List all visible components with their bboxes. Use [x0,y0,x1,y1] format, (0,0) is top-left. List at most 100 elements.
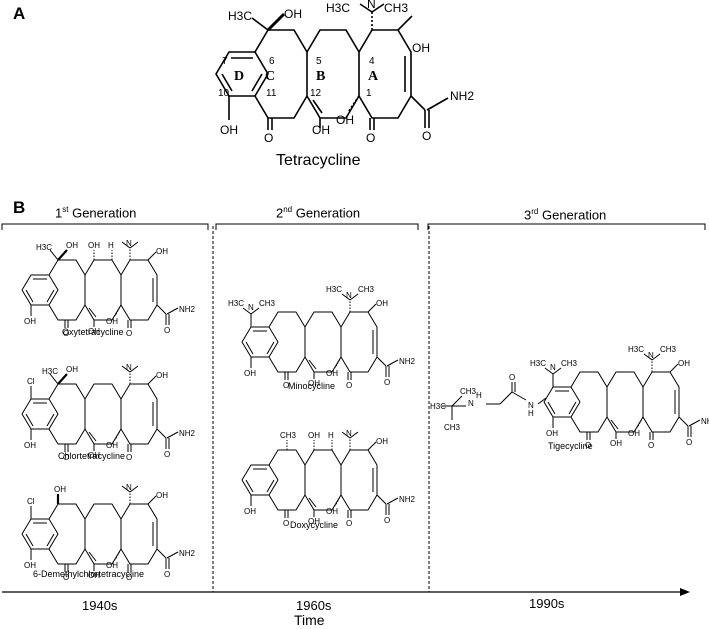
chlor-oh-10: OH [24,441,36,450]
demeclocycline-structure: Cl OH N OH NH2 OH O OH OH O O [21,483,196,582]
doxy-ch3: CH3 [280,431,297,440]
chlor-h3c: H3C [42,367,58,376]
main-h3c-left: H3C [228,9,252,23]
deme-nh2: NH2 [179,549,196,558]
tige-h3c-7: H3C [530,359,546,368]
main-h3c-n: H3C [326,1,350,15]
doxy-o-amide: O [384,516,390,525]
mino-oh-3: OH [376,299,388,308]
tigecycline-structure: CH3 H3C CH3 N H O N H H3C N CH3 H3C N CH… [430,345,709,450]
tige-ch3-c: CH3 [444,423,461,432]
deme-n: N [126,483,132,492]
ring-d-label: D [234,69,244,84]
deme-oh-6: OH [54,485,66,494]
main-nh2: NH2 [450,89,474,103]
tige-h3c-4: H3C [628,345,644,354]
ring-b-label: B [316,69,325,84]
main-oh-10: OH [220,123,238,137]
doxy-o-1: O [346,519,352,528]
tige-o-gly: O [509,373,515,382]
tige-h-2: H [528,409,534,418]
mino-n-7: N [248,303,254,312]
pos-5: 5 [316,56,322,67]
deme-oh-12: OH [88,571,100,580]
main-oh-12: OH [312,123,330,137]
mino-oh-12: OH [308,379,320,388]
oxytetracycline-label: Oxytetracycline [62,327,124,337]
doxy-oh-5: OH [308,431,320,440]
tige-hn-2: N [528,401,534,410]
doxy-oh-10: OH [244,507,256,516]
pos-11: 11 [266,88,277,99]
deme-o-amide: O [164,570,170,579]
pos-10: 10 [218,88,230,99]
gen1-title: 1st Generation [55,205,137,221]
doxycycline-structure: CH3 OH H N OH NH2 OH O OH OH O O [241,429,416,528]
tige-ch3-a: CH3 [460,387,477,396]
chlor-cl: Cl [27,377,35,386]
ring-a-label: A [368,69,379,84]
doxy-h-5: H [328,431,334,440]
oxy-oh-12a: OH [106,317,118,326]
mino-h3c-4: H3C [326,285,342,294]
oxy-oh-12: OH [88,327,100,336]
tige-oh-12a: OH [628,429,640,438]
tige-oh-10: OH [546,429,558,438]
oxy-oh-10: OH [24,317,36,326]
tigecycline-label: Tigecycline [548,441,593,451]
oxy-oh-5b: H [108,241,114,250]
oxy-oh-5: OH [88,241,100,250]
chlor-oh-12: OH [88,451,100,460]
chlor-o-11: O [63,453,69,462]
tige-oh-12: OH [610,439,622,448]
gen3-title: 3rd Generation [524,207,607,223]
main-oh-right: OH [412,41,430,55]
mino-nh2: NH2 [399,357,416,366]
mino-o-11: O [283,381,289,390]
doxy-o-11: O [283,519,289,528]
chlortetracycline-label: Chlortetracycline [58,451,126,461]
tetracycline-label: Tetracycline [276,152,361,169]
tige-h3c-b: H3C [430,402,446,411]
gen2-title: 2nd Generation [276,205,361,221]
doxy-oh-12a: OH [326,507,338,516]
tige-n-7: N [550,363,556,372]
main-o-11: O [264,131,273,145]
panel-label-a: A [13,4,26,23]
oxy-o-11: O [63,329,69,338]
tige-o-1: O [648,441,654,450]
minocycline-structure: H3C N CH3 H3C N CH3 OH NH2 OH O OH OH O … [228,285,416,390]
deme-o-11: O [63,573,69,582]
oxy-oh-3: OH [156,247,168,256]
pos-7: 7 [222,56,228,67]
mino-ch3-4: CH3 [358,285,375,294]
time-arrowhead [680,588,690,596]
oxy-o-amide: O [164,326,170,335]
mino-oh-12a: OH [326,369,338,378]
deme-oh-12a: OH [106,561,118,570]
oxy-o-1: O [126,329,132,338]
mino-h3c-7: H3C [228,299,244,308]
decade-1990s: 1990s [529,596,565,611]
chlor-n: N [126,363,132,372]
chlor-oh-3: OH [156,371,168,380]
oxy-n: N [126,239,132,248]
mino-ch3-7: CH3 [259,299,276,308]
mino-o-amide: O [384,378,390,387]
deme-o-1: O [126,573,132,582]
minocycline-label: Minocycline [288,381,336,391]
time-axis-label: Time [294,612,325,628]
main-ch3: CH3 [384,1,408,15]
doxy-nh2: NH2 [399,495,416,504]
tige-o-amide: O [686,438,692,447]
pos-6: 6 [269,56,275,67]
ring-c-label: C [265,69,275,84]
main-o-amide: O [422,129,431,143]
chlor-oh-6: OH [66,365,78,374]
oxytetracycline-structure: H3C OH OH H N OH NH2 OH O OH OH O O [21,239,196,338]
deme-oh-3: OH [156,491,168,500]
pos-4: 4 [369,56,375,67]
chlor-o-1: O [126,453,132,462]
tige-h-1: H [476,391,482,400]
tige-n-4: N [648,351,654,360]
